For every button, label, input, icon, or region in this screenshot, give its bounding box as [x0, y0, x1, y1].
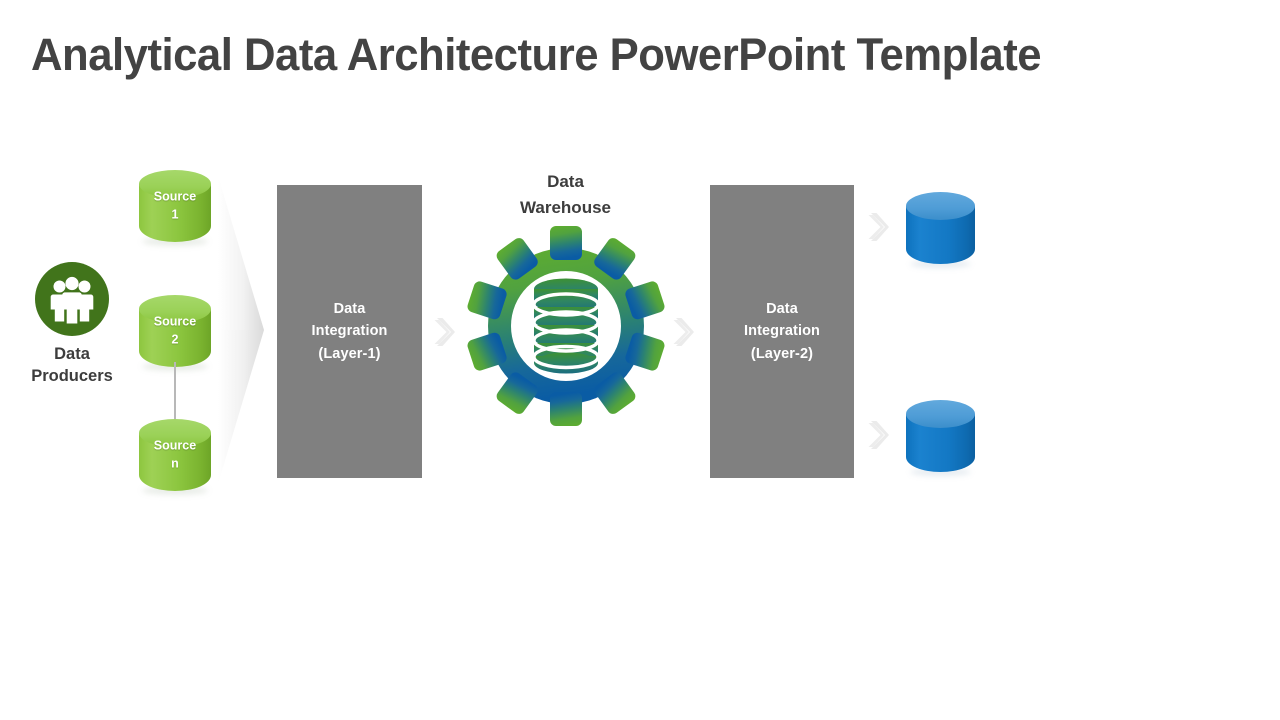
label-line3: (Layer-1) [318, 345, 381, 362]
source-cylinder-n[interactable]: Source n [139, 419, 211, 495]
source-label-line1: Source [153, 314, 197, 329]
data-warehouse-label-line1: Data [547, 172, 584, 191]
cylinder-top [906, 192, 975, 220]
data-integration-layer-2-label: Data Integration (Layer-2) [744, 298, 820, 364]
label-line3: (Layer-2) [750, 345, 814, 362]
label-line2: Integration [311, 323, 388, 340]
cylinder-top [906, 400, 975, 428]
source-label-line1: Source [153, 438, 197, 453]
chevron-right-icon-2 [673, 317, 695, 347]
chevron-right-icon-3 [868, 212, 890, 242]
page-title: Analytical Data Architecture PowerPoint … [31, 29, 1042, 80]
label-line1: Data [333, 301, 366, 318]
chevron-right-icon-1 [434, 317, 456, 347]
data-producers-label: Data Producers [8, 344, 136, 388]
source-cylinder-2-label: Source 2 [139, 313, 211, 349]
source-label-line2: 2 [171, 332, 179, 346]
output-cylinder-1[interactable] [906, 192, 975, 268]
cylinder-top [139, 170, 211, 198]
source-label-line1: Source [153, 189, 197, 204]
data-producers-label-line1: Data [54, 345, 90, 363]
data-producers-icon [35, 262, 109, 336]
data-warehouse-label-line2: Warehouse [519, 197, 611, 217]
data-integration-layer-1-box[interactable]: Data Integration (Layer-1) [277, 185, 422, 478]
cylinder-top [139, 419, 211, 447]
data-warehouse-label: Data Warehouse [483, 169, 648, 220]
source-connector-line [174, 362, 176, 424]
cylinder-top [139, 295, 211, 323]
data-integration-layer-2-box[interactable]: Data Integration (Layer-2) [710, 185, 854, 478]
data-integration-layer-1-label: Data Integration (Layer-1) [311, 298, 387, 364]
gear-database-icon[interactable] [466, 226, 666, 426]
source-cylinder-2[interactable]: Source 2 [139, 295, 211, 371]
label-line2: Integration [743, 323, 820, 340]
source-label-line2: n [171, 456, 179, 470]
source-cylinder-n-label: Source n [139, 437, 211, 473]
output-cylinder-2[interactable] [906, 400, 975, 476]
data-producers-label-line2: Producers [31, 366, 113, 385]
funnel-arrow-icon [214, 176, 266, 484]
source-label-line2: 1 [171, 207, 179, 221]
chevron-right-icon-4 [868, 420, 890, 450]
cylinder-shadow [910, 260, 971, 268]
label-line1: Data [766, 301, 798, 318]
source-cylinder-1[interactable]: Source 1 [139, 170, 211, 246]
source-cylinder-1-label: Source 1 [139, 188, 211, 224]
cylinder-shadow [910, 468, 971, 476]
